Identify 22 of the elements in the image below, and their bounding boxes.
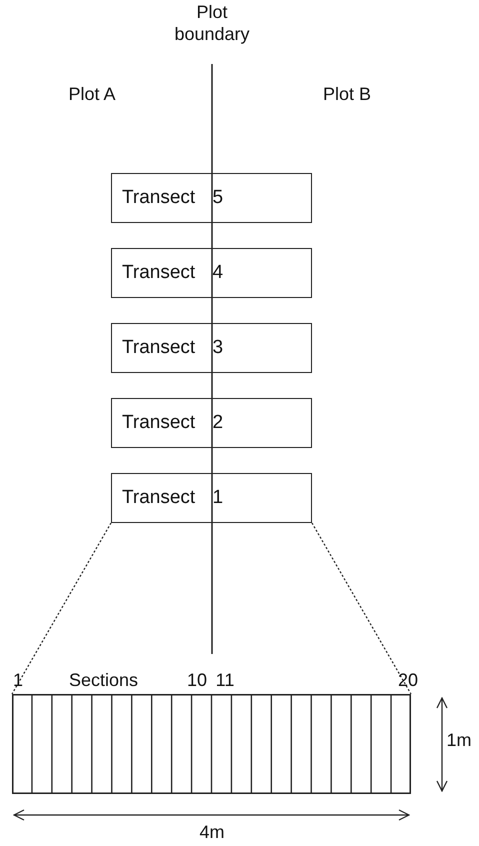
transect-box (111, 248, 312, 298)
section-number: 11 (214, 670, 236, 692)
section-number: 10 (186, 670, 208, 692)
transect-box (111, 173, 312, 223)
transect-label: Transect 3 (122, 337, 224, 359)
boundary-label: Plot boundary (173, 2, 251, 46)
dimension-label: 4m (198, 822, 226, 844)
plot-label: Plot B (322, 84, 372, 106)
transect-label: Transect 2 (122, 412, 224, 434)
dotted-line (311, 522, 412, 694)
transect-box (111, 323, 312, 373)
transect-label: Transect 1 (122, 487, 224, 509)
transect-label: Transect 4 (122, 262, 224, 284)
section-number: 1 (12, 670, 24, 692)
section-heading: Sections (69, 670, 138, 691)
dimension-label: 1m (445, 730, 472, 752)
transect-label: Transect 5 (122, 187, 224, 209)
transect-box (111, 473, 312, 523)
transect-box (111, 398, 312, 448)
plot-label: Plot A (67, 84, 117, 106)
section-number: 20 (396, 670, 420, 692)
dotted-line (11, 522, 112, 694)
